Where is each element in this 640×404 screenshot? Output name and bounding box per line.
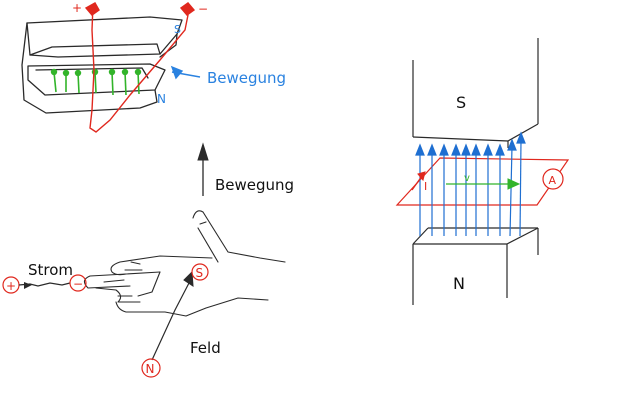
magnet-n-pole [412,227,539,305]
bewegung-top-label: Bewegung [207,69,286,87]
conductor-loop [395,157,570,206]
hand-n-pole: N [141,358,161,378]
green-field-lines [50,68,142,96]
magnet-bottom-inner [35,67,149,79]
motion-arrow-top [170,65,201,80]
current-arrow [411,171,426,191]
velocity-v-label: v [464,173,470,184]
s-pole-label: S [456,93,466,112]
red-terminal-labels: + − [72,1,208,16]
feld-label: Feld [190,339,221,357]
svg-text:N: N [146,362,155,376]
strom-wire: + − [2,274,87,294]
svg-text:S: S [196,266,204,280]
bewegung-hand-label: Bewegung [215,176,294,194]
top-left-magnet-sketch [21,16,183,114]
magnet-top-inner [29,43,161,56]
motion-arrow-hand [197,142,209,196]
minus-terminal-label: − [198,2,208,16]
svg-text:A: A [549,174,557,187]
ammeter: A [542,168,564,190]
strom-minus-label: − [73,277,83,291]
n-pole-label: N [453,274,465,293]
small-n-label: N [157,92,166,106]
plus-terminal-label: + [72,1,82,15]
current-i-label: I [424,180,427,193]
magnet-s-pole [412,38,539,148]
magnet-top-outline [26,16,183,58]
small-s-label: S [174,23,181,36]
blue-field-lines [415,131,526,237]
hand-s-pole: S [191,263,209,281]
red-conductor [84,2,196,133]
feld-arrow [151,270,194,361]
velocity-arrow [446,178,521,190]
hand-drawing [83,210,286,317]
magnet-back [21,22,158,114]
strom-plus-label: + [6,279,16,293]
magnet-bottom-outline [27,63,166,96]
strom-label: Strom [28,261,73,279]
